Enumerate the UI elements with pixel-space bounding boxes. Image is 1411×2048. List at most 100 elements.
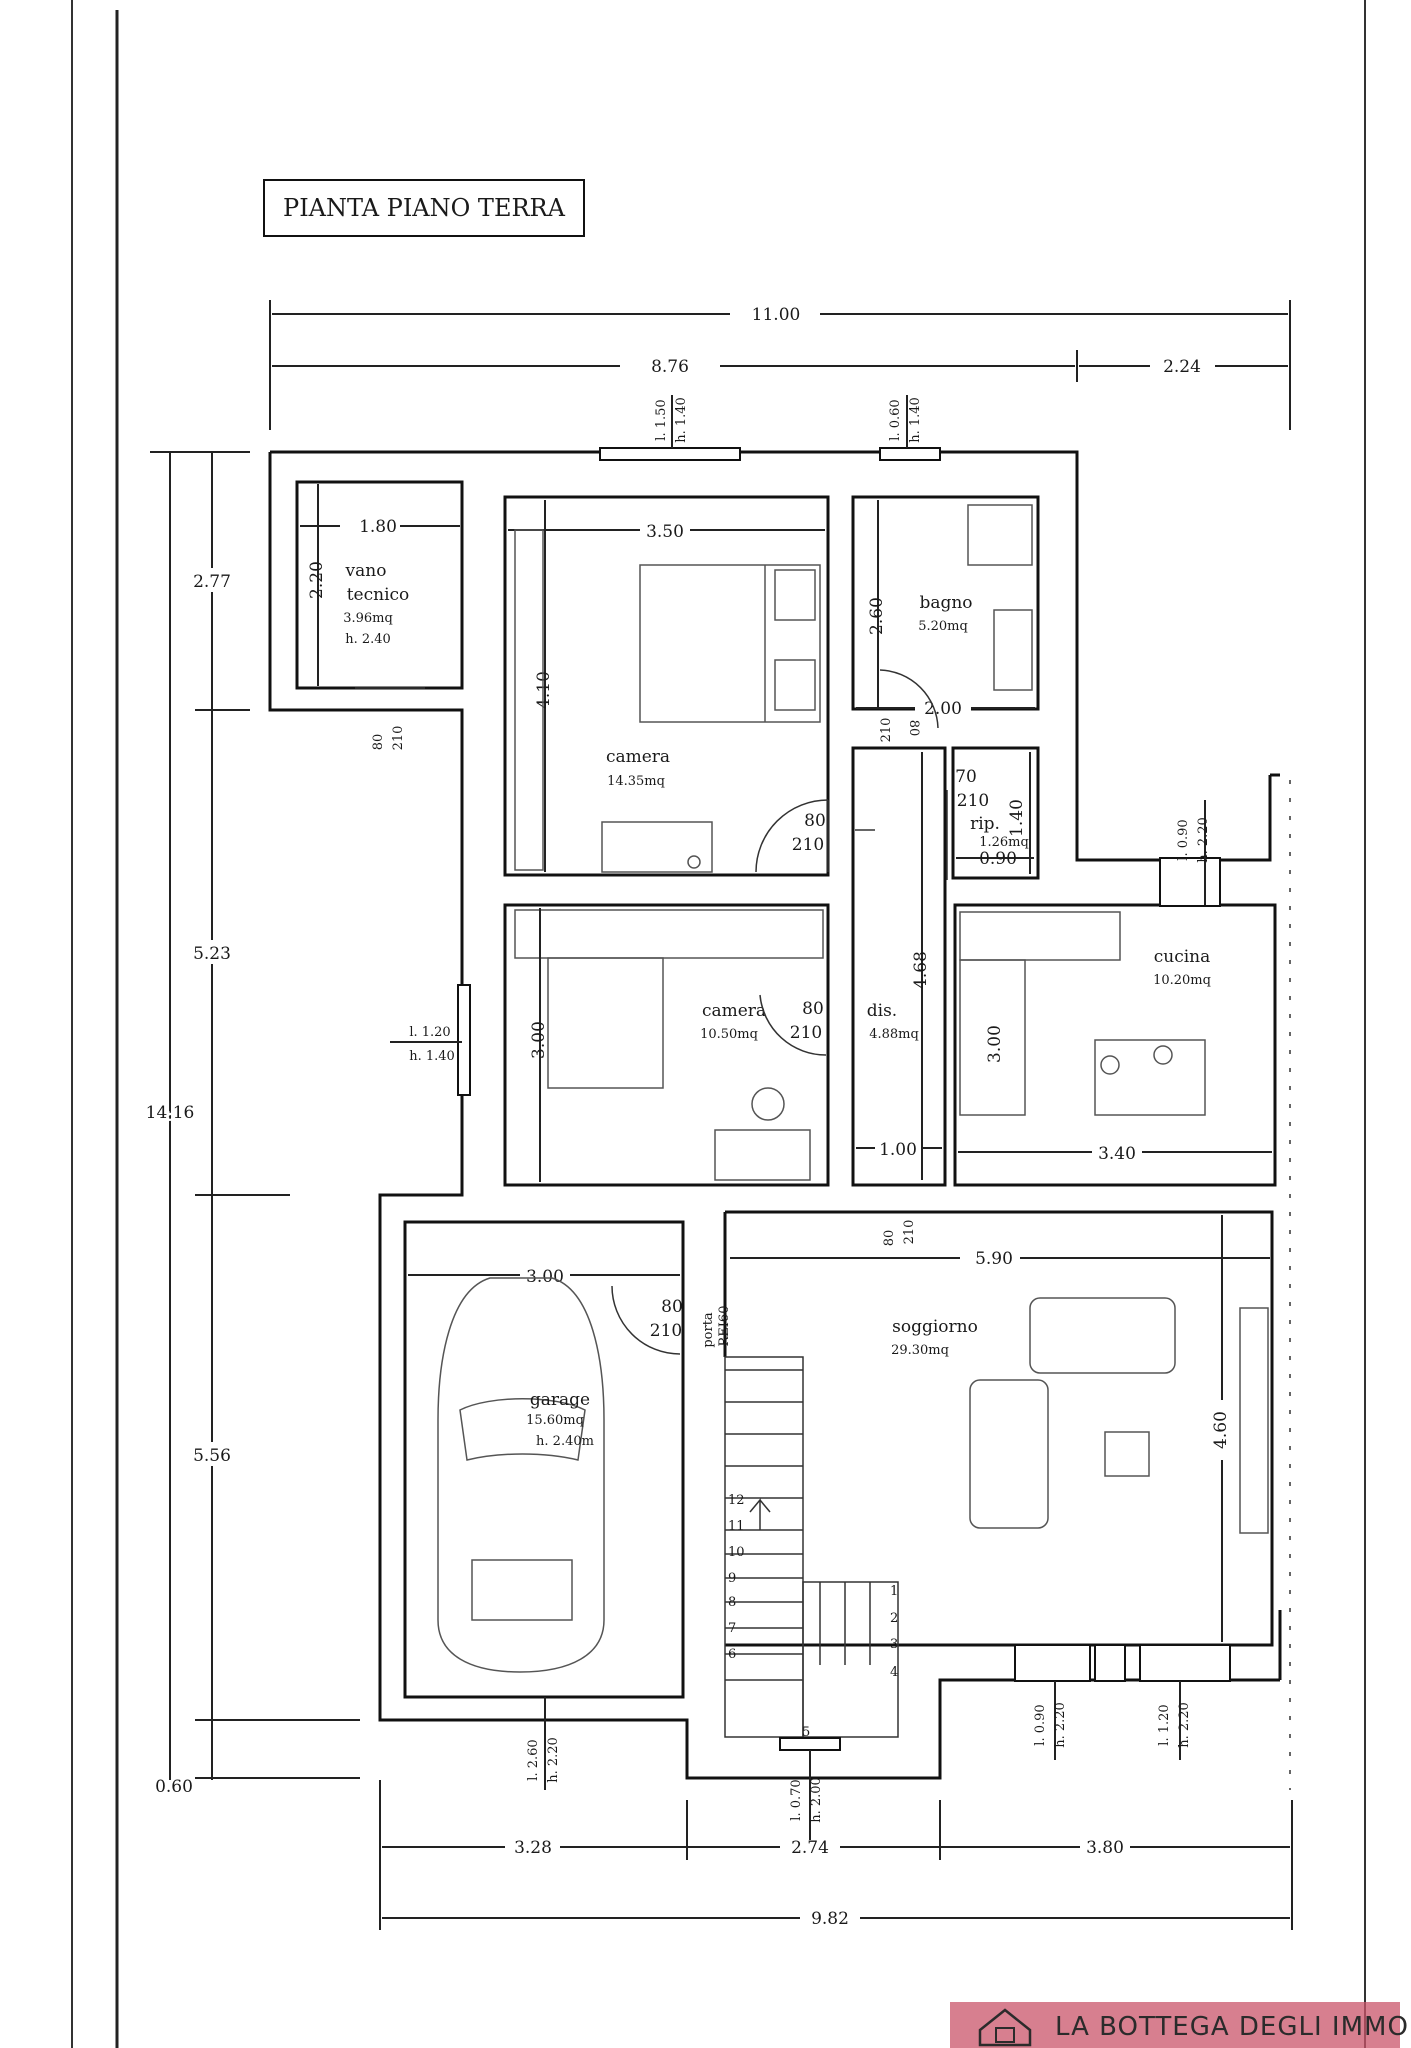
garage-name: garage <box>530 1390 590 1410</box>
bagno-depth: 2.60 <box>867 597 887 635</box>
dim-total-height-fg: 14.16 <box>146 1103 195 1123</box>
dim-width-left: 8.76 <box>651 357 689 377</box>
dim-bottom-3-80: 3.80 <box>1086 1838 1124 1858</box>
dis-door-w: 80 <box>882 1230 897 1247</box>
room-camera-1: 3.50 4.10 camera 14.35mq 80 210 <box>503 495 830 877</box>
garage-door-w: 80 <box>661 1297 683 1317</box>
staircase: 1 2 3 4 5 6 7 8 9 10 11 12 <box>724 1356 899 1740</box>
camera2-area: 10.50mq <box>700 1027 758 1042</box>
dis-width: 1.00 <box>879 1140 917 1160</box>
camera2-door-w: 80 <box>802 999 824 1019</box>
window-top-2: l. 0.60 h. 1.40 <box>879 395 941 461</box>
window-sogg1-l: l. 0.90 <box>1033 1704 1048 1745</box>
window-left: l. 1.20 h. 1.40 <box>390 984 471 1096</box>
room-garage: 3.00 garage 15.60mq h. 2.40m 80 210 port… <box>403 1220 732 1790</box>
window-cucina-h: h. 2.20 <box>1196 817 1211 863</box>
camera1-width: 3.50 <box>646 522 684 542</box>
shower <box>967 504 1033 566</box>
dining-table <box>1094 1039 1206 1116</box>
window-top-1-h: h. 1.40 <box>674 397 689 443</box>
camera1-door-w: 80 <box>804 811 826 831</box>
window-garage-h: h. 2.20 <box>546 1737 561 1783</box>
dim-total-height: 14.16 <box>146 1103 195 1123</box>
window-top-2-l: l. 0.60 <box>888 399 903 440</box>
soggiorno-area: 29.30mq <box>891 1343 949 1358</box>
desk <box>601 821 713 873</box>
window-top-1: l. 1.50 h. 1.40 <box>599 395 741 461</box>
window-sogg1-h: h. 2.20 <box>1053 1702 1068 1748</box>
car <box>437 1277 605 1673</box>
dim-width-right: 2.24 <box>1163 357 1201 377</box>
stair-5: 5 <box>802 1725 810 1740</box>
dis-name: dis. <box>867 1001 897 1021</box>
camera2-door-h: 210 <box>790 1023 822 1043</box>
window-ingresso-h: h. 2.00 <box>809 1777 824 1823</box>
outer-walls <box>268 450 1291 1790</box>
vano-name: vano <box>345 561 387 581</box>
dim-total-width: 11.00 <box>752 305 801 325</box>
rip-depth: 1.40 <box>1007 799 1027 837</box>
window-garage-l: l. 2.60 <box>526 1739 541 1780</box>
kitchen-counter-side <box>959 959 1026 1116</box>
title-box <box>263 179 585 237</box>
dis-door-h: 210 <box>902 1220 917 1245</box>
sink <box>993 609 1033 691</box>
cucina-depth: 3.00 <box>985 1025 1005 1063</box>
dim-bottom-total: 9.82 <box>811 1909 849 1929</box>
soggiorno-name: soggiorno <box>892 1317 978 1337</box>
vano-door-h: 210 <box>391 726 406 751</box>
stair-11: 11 <box>728 1519 745 1534</box>
vano-area: 3.96mq <box>343 611 393 626</box>
sofa-2 <box>969 1379 1049 1529</box>
cucina-width: 3.40 <box>1098 1144 1136 1164</box>
garage-height: h. 2.40m <box>536 1434 594 1449</box>
window-left-h: h. 1.40 <box>409 1049 455 1064</box>
dim-bottom-2-74: 2.74 <box>791 1838 829 1858</box>
dim-h-5-23: 5.23 <box>193 944 231 964</box>
house-icon <box>978 2008 1032 2047</box>
stair-7: 7 <box>728 1621 736 1636</box>
stair-1: 1 <box>890 1584 898 1599</box>
stair-10: 10 <box>728 1545 745 1560</box>
stair-8: 8 <box>728 1595 736 1610</box>
camera1-depth: 4.10 <box>534 671 554 709</box>
page-title: PIANTA PIANO TERRA <box>283 194 566 222</box>
bottom-dimensions: 3.28 2.74 3.80 9.82 <box>379 1780 1293 1930</box>
cucina-area: 10.20mq <box>1153 973 1211 988</box>
bagno-area: 5.20mq <box>918 619 968 634</box>
left-dimensions: 14.16 14.16 2.77 5.23 5.56 0.60 <box>143 451 360 1797</box>
window-left-l: l. 1.20 <box>409 1025 450 1040</box>
room-cucina: cucina 10.20mq 3.00 3.40 l. 0.90 h. 2.20 <box>953 800 1277 1187</box>
dis-depth: 4.68 <box>911 951 931 989</box>
room-disimpegno: 4.68 1.00 dis. 4.88mq 80 210 <box>851 746 947 1247</box>
rip-door-w: 70 <box>955 767 977 787</box>
entry-and-windows: l. 0.70 h. 2.00 l. 0.90 h. 2.20 l. 1.20 … <box>779 1644 1231 1840</box>
window-cucina-l: l. 0.90 <box>1176 819 1191 860</box>
room-ripostiglio: 70 210 rip. 1.26mq 1.40 0.90 <box>946 746 1040 880</box>
stair-4: 4 <box>890 1665 898 1680</box>
stair-9: 9 <box>728 1571 736 1586</box>
rip-door-h: 210 <box>957 791 989 811</box>
stair-2: 2 <box>890 1611 898 1626</box>
vano-name2: tecnico <box>347 585 410 605</box>
dim-h-5-56: 5.56 <box>193 1446 231 1466</box>
window-ingresso-l: l. 0.70 <box>789 1779 804 1820</box>
dis-area: 4.88mq <box>869 1027 919 1042</box>
stair-3: 3 <box>890 1637 898 1652</box>
vano-height: h. 2.40 <box>345 632 391 647</box>
camera2-name: camera <box>702 1001 766 1021</box>
dim-h-2-77: 2.77 <box>193 572 231 592</box>
sofa-1 <box>1029 1297 1176 1374</box>
bagno-door-h: 210 <box>879 718 894 743</box>
camera1-door-h: 210 <box>792 835 824 855</box>
garage-area: 15.60mq <box>526 1413 584 1428</box>
dim-h-0-60: 0.60 <box>155 1777 193 1797</box>
brand-text: LA BOTTEGA DEGLI IMMOBILI <box>1055 2012 1411 2042</box>
wardrobe-2 <box>514 909 824 959</box>
room-vano-tecnico: 1.80 2.20 vano tecnico 3.96mq h. 2.40 80… <box>295 480 464 751</box>
desk-2 <box>714 1129 811 1181</box>
cucina-name: cucina <box>1154 947 1211 967</box>
stair-12: 12 <box>728 1493 745 1508</box>
room-soggiorno: 5.90 4.60 soggiorno 29.30mq <box>723 1210 1274 1647</box>
bagno-name: bagno <box>919 593 972 613</box>
